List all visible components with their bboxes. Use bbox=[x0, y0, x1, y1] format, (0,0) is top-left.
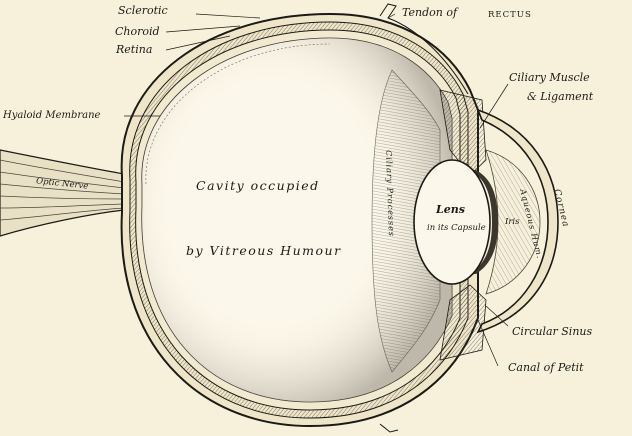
optic-nerve bbox=[0, 150, 124, 236]
label-lens-sub: in its Capsule bbox=[427, 222, 486, 234]
label-choroid: Choroid bbox=[115, 26, 160, 38]
label-hyaloid-membrane: Hyaloid Membrane bbox=[3, 110, 100, 122]
label-canal-of-petit: Canal of Petit bbox=[508, 362, 584, 374]
label-cavity-line1: Cavity occupied bbox=[196, 180, 320, 192]
label-lens: Lens bbox=[436, 204, 465, 216]
label-tendon: Tendon of bbox=[402, 7, 457, 19]
label-circular-sinus: Circular Sinus bbox=[512, 326, 592, 338]
label-cavity-line2: by Vitreous Humour bbox=[186, 245, 342, 257]
label-rectus: RECTUS bbox=[488, 9, 532, 21]
label-sclerotic: Sclerotic bbox=[118, 5, 168, 17]
label-ciliary-muscle-line2: & Ligament bbox=[527, 91, 593, 103]
label-iris: Iris bbox=[505, 216, 520, 228]
label-retina: Retina bbox=[116, 44, 152, 56]
label-ciliary-muscle-line1: Ciliary Muscle bbox=[509, 72, 590, 84]
